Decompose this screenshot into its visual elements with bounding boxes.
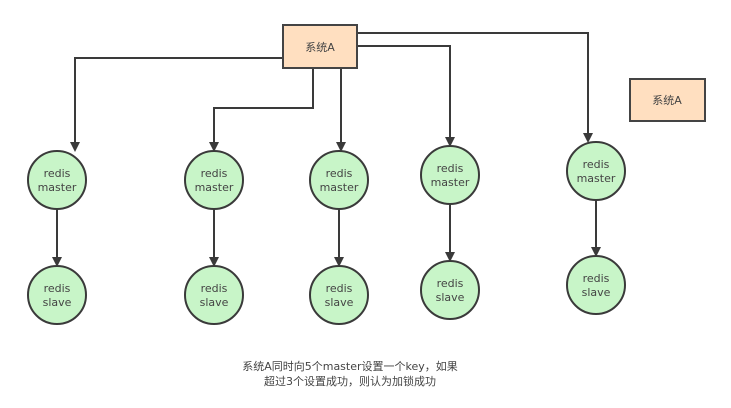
node-label: master — [38, 181, 77, 194]
edge-system-master-4 — [357, 45, 455, 147]
node-label: slave — [582, 286, 611, 299]
redis-master-5: redis master — [566, 141, 626, 201]
redis-slave-4: redis slave — [420, 260, 480, 320]
node-label: redis — [437, 277, 464, 290]
node-label: redis — [44, 167, 71, 180]
legend-system-a-label: 系统A — [652, 94, 682, 107]
redis-master-4: redis master — [420, 145, 480, 205]
edge-system-master-5 — [357, 32, 593, 143]
node-label: slave — [200, 296, 229, 309]
node-label: master — [431, 176, 470, 189]
system-a-label: 系统A — [305, 41, 335, 54]
node-label: master — [577, 172, 616, 185]
node-label: slave — [436, 291, 465, 304]
caption-line-2: 超过3个设置成功，则认为加锁成功 — [264, 374, 436, 388]
node-label: redis — [326, 167, 353, 180]
edge-system-master-1 — [70, 57, 283, 152]
redis-master-1: redis master — [27, 150, 87, 210]
edge-system-master-2 — [209, 68, 314, 152]
caption-line-1: 系统A同时向5个master设置一个key，如果 — [242, 359, 458, 373]
redis-slave-1: redis slave — [27, 265, 87, 325]
node-label: redis — [201, 282, 228, 295]
redis-slave-5: redis slave — [566, 255, 626, 315]
legend-system-a-box: 系统A — [629, 78, 706, 122]
node-label: master — [320, 181, 359, 194]
node-label: master — [195, 181, 234, 194]
node-label: redis — [201, 167, 228, 180]
node-label: redis — [437, 162, 464, 175]
redis-slave-2: redis slave — [184, 265, 244, 325]
node-label: slave — [43, 296, 72, 309]
redis-slave-3: redis slave — [309, 265, 369, 325]
node-label: slave — [325, 296, 354, 309]
node-label: redis — [326, 282, 353, 295]
system-a-box: 系统A — [282, 24, 358, 69]
node-label: redis — [583, 272, 610, 285]
node-label: redis — [583, 158, 610, 171]
redis-master-3: redis master — [309, 150, 369, 210]
node-label: redis — [44, 282, 71, 295]
redis-master-2: redis master — [184, 150, 244, 210]
